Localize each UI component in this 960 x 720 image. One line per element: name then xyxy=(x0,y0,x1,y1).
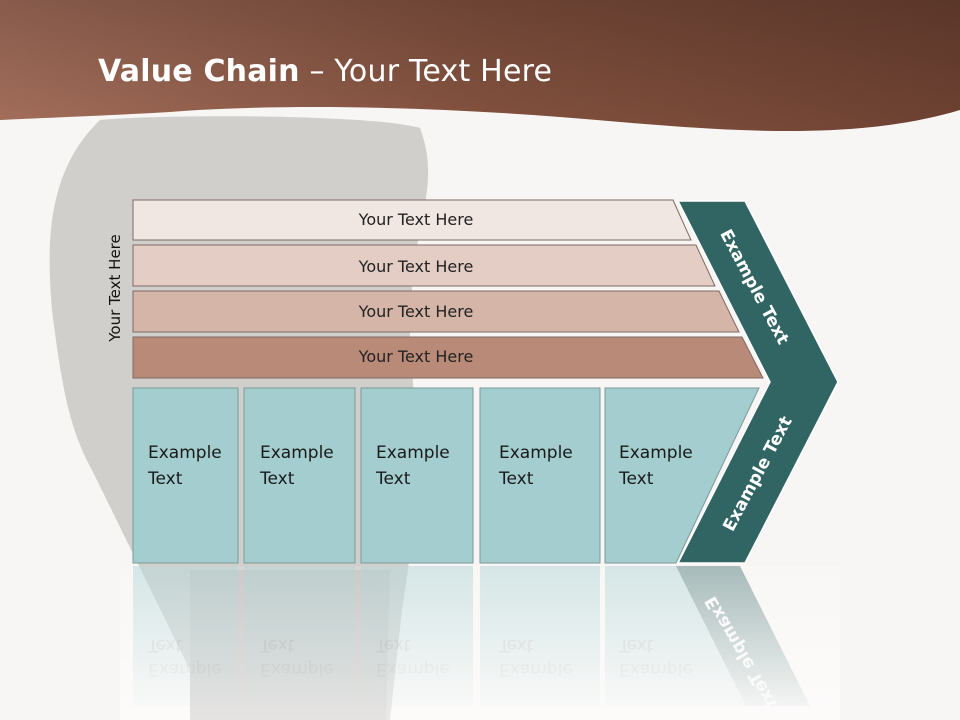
column-3 xyxy=(360,387,474,564)
bar-1 xyxy=(132,199,692,241)
column-5-text-2: Text xyxy=(618,469,654,489)
column-5-text-1: Example xyxy=(619,443,693,463)
slide-title: Value Chain – Your Text Here xyxy=(98,54,552,89)
activity-columns xyxy=(132,387,760,564)
column-4-text-2: Text xyxy=(498,469,534,489)
title-bold: Value Chain xyxy=(98,54,300,89)
bar-3 xyxy=(132,290,740,333)
bar-2-label: Your Text Here xyxy=(358,257,474,276)
bar-2 xyxy=(132,244,716,287)
bar-3-label: Your Text Here xyxy=(358,302,474,321)
support-bars xyxy=(132,199,764,379)
column-2-text-2: Text xyxy=(259,469,295,489)
column-2 xyxy=(243,387,356,564)
margin-chevron xyxy=(676,200,839,564)
reflection: Example Text Example Text Example Text E… xyxy=(120,566,840,720)
bar-4-label: Your Text Here xyxy=(358,347,474,366)
column-1 xyxy=(132,387,239,564)
column-3-text-1: Example xyxy=(376,443,450,463)
column-4-text-1: Example xyxy=(499,443,573,463)
bar-4 xyxy=(132,336,764,379)
column-1-text-1: Example xyxy=(148,443,222,463)
title-rest: – Your Text Here xyxy=(299,54,553,89)
bar-1-label: Your Text Here xyxy=(358,210,474,229)
column-1-text-2: Text xyxy=(147,469,183,489)
column-2-text-1: Example xyxy=(260,443,334,463)
column-4 xyxy=(479,387,601,564)
column-3-text-2: Text xyxy=(375,469,411,489)
side-vertical-label: Your Text Here xyxy=(106,234,124,342)
column-5 xyxy=(604,387,760,564)
header-band xyxy=(0,0,960,132)
